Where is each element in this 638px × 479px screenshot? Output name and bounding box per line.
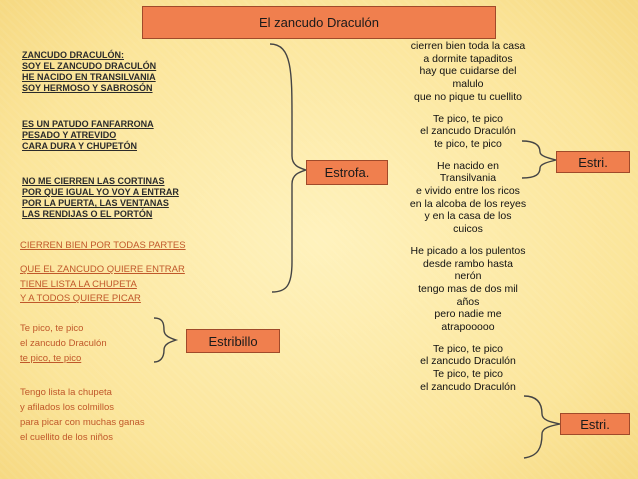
left-line: el zancudo Draculón [20, 338, 107, 349]
right-line: el zancudo Draculón [420, 380, 516, 393]
estribillo-label: Estribillo [186, 329, 280, 353]
right-line: cuicos [453, 223, 483, 236]
left-stanza-2: ES UN PATUDO FANFARRONA PESADO Y ATREVID… [22, 119, 154, 152]
right-line: cierren bien toda la casa [410, 40, 526, 52]
left-stanza-4-head: CIERREN BIEN POR TODAS PARTES [20, 239, 186, 254]
right-line: el zancudo Draculón [420, 355, 516, 368]
left-line: te pico, te pico [20, 353, 82, 364]
right-line: te pico, te pico [434, 137, 502, 150]
spacer [388, 104, 548, 113]
right-line: nerón [454, 270, 482, 283]
estrofa-label: Estrofa. [306, 160, 388, 185]
right-line: el zancudo Draculón [420, 125, 516, 138]
title-box: El zancudo Draculón [142, 6, 496, 39]
left-stanza-5: Tengo lista la chupeta y afilados los co… [20, 385, 145, 445]
right-line: Te pico, te pico [432, 342, 504, 355]
right-line: tengo mas de dos mil [418, 282, 518, 295]
right-line: He picado a los pulentos [410, 244, 526, 257]
estribillo-brace-left [153, 317, 179, 363]
left-line: para picar con muchas ganas [20, 417, 145, 428]
spacer [388, 236, 548, 245]
left-line: Te pico, te pico [20, 323, 84, 334]
estri-label-1: Estri. [556, 151, 630, 173]
left-line: QUE EL ZANCUDO QUIERE ENTRAR [20, 264, 185, 275]
right-column: cierren bien toda la casa a dormite tapa… [388, 40, 548, 394]
spacer [388, 334, 548, 343]
left-line: TIENE LISTA LA CHUPETA [20, 278, 137, 290]
left-line: y afilados los colmillos [20, 402, 114, 413]
estrofa-text: Estrofa. [324, 165, 370, 180]
right-line: Transilvania [439, 172, 497, 185]
left-line: el cuellito de los niños [20, 432, 113, 443]
right-line: atrapooooo [441, 321, 495, 334]
left-line: CIERREN BIEN POR TODAS PARTES [20, 240, 186, 251]
left-stanza-1: ZANCUDO DRACULÓN: SOY EL ZANCUDO DRACULÓ… [22, 50, 156, 94]
right-line: malulo [452, 78, 484, 91]
right-line: pero nadie me [434, 308, 502, 321]
estri-brace-2 [523, 395, 561, 459]
right-line: años [456, 295, 480, 308]
left-line: Tengo lista la chupeta [20, 387, 112, 398]
left-line: PESADO Y ATREVIDO [22, 130, 117, 140]
left-line: ES UN PATUDO FANFARRONA [22, 119, 154, 129]
left-line: LAS RENDIJAS O EL PORTÓN [22, 209, 153, 219]
left-line: SOY EL ZANCUDO DRACULÓN [22, 61, 157, 71]
right-line: que no pique tu cuellito [414, 90, 522, 103]
left-line: CARA DURA Y CHUPETÓN [22, 141, 138, 151]
right-line: Te pico, te pico [432, 112, 504, 125]
estri-text: Estri. [580, 416, 610, 432]
right-line: desde rambo hasta [423, 257, 513, 270]
title: El zancudo Draculón [259, 15, 379, 30]
left-line: HE NACIDO EN TRANSILVANIA [22, 72, 156, 82]
right-line: Te pico, te pico [432, 368, 504, 381]
estri-label-2: Estri. [560, 413, 630, 435]
left-stanza-4: QUE EL ZANCUDO QUIERE ENTRAR TIENE LISTA… [20, 263, 185, 307]
left-line: POR QUE IGUAL YO VOY A ENTRAR [22, 187, 179, 197]
estrofa-brace [269, 43, 309, 293]
left-line: Y A TODOS QUIERE PICAR [20, 293, 141, 304]
right-line: He nacido en [437, 159, 499, 172]
left-stanza-3: NO ME CIERREN LAS CORTINAS POR QUE IGUAL… [22, 176, 179, 220]
left-line: POR LA PUERTA, LAS VENTANAS [22, 198, 169, 208]
left-chorus: Te pico, te pico el zancudo Draculón te … [20, 321, 107, 366]
left-line: NO ME CIERREN LAS CORTINAS [22, 176, 165, 186]
right-line: a dormite tapaditos [423, 52, 513, 65]
right-line: hay que cuidarse del [419, 65, 517, 78]
right-line: e vivido entre los ricos [416, 185, 520, 198]
spacer [388, 151, 548, 160]
estribillo-text: Estribillo [208, 333, 258, 349]
estri-text: Estri. [578, 154, 608, 170]
right-line: en la alcoba de los reyes [409, 197, 527, 210]
right-line: y en la casa de los [424, 210, 512, 223]
left-line: SOY HERMOSO Y SABROSÓN [22, 83, 153, 93]
left-line: ZANCUDO DRACULÓN: [22, 50, 124, 60]
